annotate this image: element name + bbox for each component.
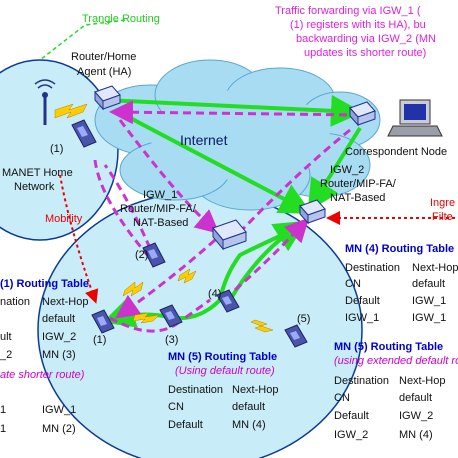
svg-text:ate shorter route): ate shorter route) [0,369,85,381]
node-label-5: (5) [297,313,310,325]
mobility-arrow [59,174,99,304]
svg-text:IGW_1: IGW_1 [345,312,379,324]
manet-home-network [0,59,119,241]
svg-text:CN: CN [334,392,350,404]
svg-text:(Using default route): (Using default route) [175,365,275,377]
svg-text:Next-Hop: Next-Hop [399,375,445,387]
svg-text:Next-Hop: Next-Hop [232,384,278,396]
svg-text:MN (4): MN (4) [399,429,433,441]
mobility-label: Mobility [45,213,83,225]
ingress-label-2: Filte [432,211,453,223]
mobile-screens [77,126,300,340]
svg-text:Default: Default [168,419,203,431]
svg-text:default: default [232,401,265,413]
traffic-note: Traffic forwarding via IGW_1 ( (1) regis… [275,5,436,59]
manet-home-label-2: Network [14,181,55,193]
igw1-label-3: NAT-Based [133,217,188,229]
ingress-label-1: Ingre [430,197,455,209]
igw1-label-2: Router/MIP-FA/ [120,203,197,215]
svg-text:_2: _2 [0,349,12,361]
node-label-3: (3) [165,334,178,346]
svg-text:(1) Routing Table: (1) Routing Table [0,278,89,290]
svg-text:IGW_2: IGW_2 [42,331,76,343]
svg-text:IGW_2: IGW_2 [399,410,433,422]
svg-text:MN (5) Routing Table: MN (5) Routing Table [168,351,277,363]
svg-text:Destination: Destination [345,262,400,274]
svg-text:MN (2): MN (2) [42,423,76,435]
router-igw1-icon [212,219,247,251]
node-label-2: (2) [135,249,148,261]
home-mn-label: (1) [50,143,63,155]
svg-text:Next-Hop: Next-Hop [412,262,458,274]
svg-text:MN (4): MN (4) [232,419,266,431]
igw2-label-2: Router/MIP-FA/ [320,178,397,190]
computer-icon [387,99,443,137]
manet-home-label-1: MANET Home [2,167,73,179]
svg-text:(1) registers with its HA), bu: (1) registers with its HA), bu [290,19,426,31]
router-ha-label-1: Router/Home [71,51,136,63]
router-cn-icon [349,101,376,127]
svg-text:Default: Default [334,410,369,422]
wireless-links [54,103,274,333]
internet-label: Internet [180,132,228,148]
igw2-label-1: IGW_2 [330,164,364,176]
svg-text:Next-Hop: Next-Hop [42,296,88,308]
svg-text:CN: CN [168,401,184,413]
table-mn4: MN (4) Routing Table Destination Next-Ho… [345,243,458,324]
svg-text:default: default [412,278,445,290]
table-mn5-default: MN (5) Routing Table (Using default rout… [168,351,278,431]
node-label-4: (4) [208,288,221,300]
svg-text:MN (5) Routing Table: MN (5) Routing Table [334,341,443,353]
svg-text:default: default [399,392,432,404]
table-mn5-extended: MN (5) Routing Table (using extended def… [334,341,458,441]
svg-text:Default: Default [345,295,380,307]
svg-text:IGW_1: IGW_1 [412,295,446,307]
svg-text:IGW_2: IGW_2 [334,429,368,441]
igw1-label-1: IGW_1 [143,189,177,201]
svg-text:MN (3): MN (3) [42,349,76,361]
svg-text:Destination: Destination [168,384,223,396]
correspondent-node-label: Correspondent Node [345,146,447,158]
svg-text:(using extended default route): (using extended default route) [334,355,458,367]
svg-text:CN: CN [345,278,361,290]
node-label-1: (1) [93,334,106,346]
router-igw2-icon [299,199,326,225]
svg-text:1: 1 [0,404,6,416]
router-ha-icon [94,85,121,111]
svg-text:MN (4) Routing Table: MN (4) Routing Table [345,243,454,255]
svg-text:ult: ult [0,331,12,343]
antenna-icon [34,79,56,125]
svg-text:Traffic forwarding via IGW_1 (: Traffic forwarding via IGW_1 ( [275,5,421,17]
svg-text:IGW_1: IGW_1 [412,312,446,324]
svg-text:nation: nation [0,296,30,308]
router-ha-label-2: Agent (HA) [77,66,131,78]
svg-text:1: 1 [0,423,6,435]
svg-text:default: default [42,313,75,325]
svg-text:Destination: Destination [334,375,389,387]
triangle-routing-label: Trangle Routing [82,13,160,25]
table-mn1: (1) Routing Table nation Next-Hop defaul… [0,278,89,435]
igw2-label-3: NAT-Based [330,192,385,204]
svg-text:backwarding via IGW_2 (MN: backwarding via IGW_2 (MN [296,33,436,45]
svg-text:IGW_1: IGW_1 [42,404,76,416]
triangle-label-pointer [39,19,126,61]
svg-text:updates its shorter route): updates its shorter route) [304,47,426,59]
